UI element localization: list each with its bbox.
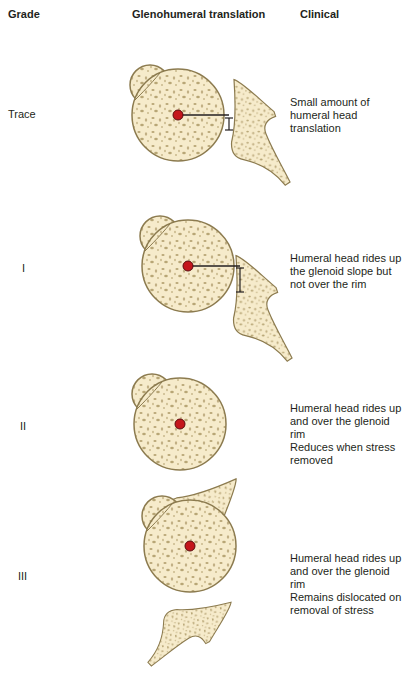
humeral-head [130, 65, 224, 161]
clinical-text: Reduces when stress removed [290, 441, 406, 467]
grade-label: II [20, 420, 60, 433]
grade-label: III [18, 570, 58, 583]
clinical-text: Small amount of humeral head translation [290, 96, 406, 135]
grade-iii-illustration [140, 496, 240, 666]
glenoid [140, 600, 240, 666]
glenoid [234, 256, 292, 362]
translation-bracket [225, 118, 233, 130]
translation-line [188, 265, 240, 267]
grade-i-illustration [140, 216, 292, 361]
column-header: Grade [8, 8, 78, 21]
translation-line [178, 114, 229, 116]
clinical-text: Remains dislocated on removal of stress [290, 591, 406, 617]
center-dot [175, 419, 185, 429]
center-dot [183, 261, 193, 271]
grade-label: I [22, 262, 62, 275]
clinical-text: Humeral head rides up and over the gleno… [290, 402, 406, 441]
grade-label: Trace [8, 108, 68, 121]
clinical-text: Humeral head rides up and over the gleno… [290, 552, 406, 591]
column-header: Glenohumeral translation [132, 8, 292, 21]
humeral-head [142, 496, 236, 592]
center-dot [173, 110, 183, 120]
clinical-text: Humeral head rides up the glenoid slope … [290, 252, 406, 291]
translation-bracket [236, 268, 244, 292]
glenoid [232, 80, 290, 186]
center-dot [185, 541, 195, 551]
trace-illustration [130, 65, 290, 185]
humeral-head [140, 216, 234, 312]
column-header: Clinical [300, 8, 400, 21]
humeral-head [132, 374, 226, 470]
